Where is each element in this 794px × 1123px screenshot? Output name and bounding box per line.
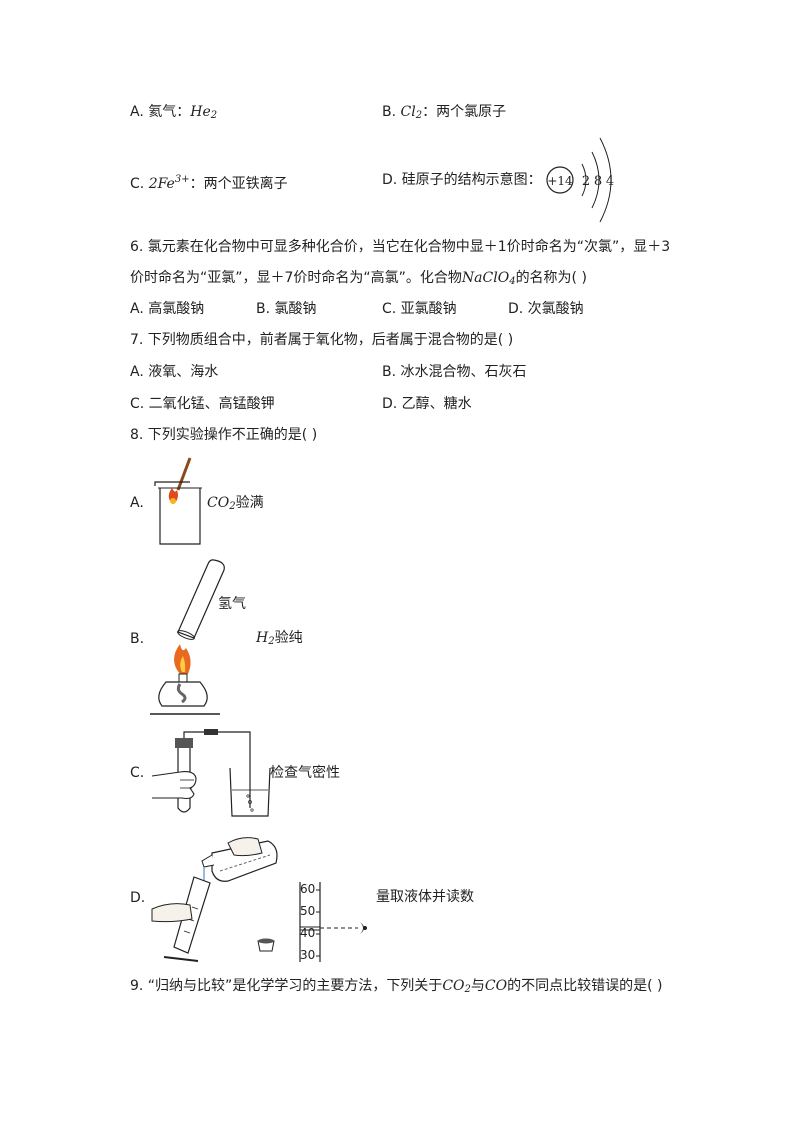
- stem-text: 的不同点比较错误的是( ): [507, 978, 663, 994]
- q8-stem: 8. 下列实验操作不正确的是( ): [130, 427, 318, 443]
- airtightness-check-apparatus-icon: [151, 729, 271, 817]
- stem-text: 价时命名为“亚氯”，显＋7价时命名为“高氯”。化合物: [130, 270, 462, 286]
- q7-option-c: C. 二氧化锰、高锰酸钾: [130, 396, 275, 412]
- electron-shell-2: 8: [594, 174, 602, 189]
- q5-option-d: D. 硅原子的结构示意图：: [382, 171, 542, 189]
- electron-shell-3: 4: [606, 174, 614, 189]
- q6-option-c: C. 亚氯酸钠: [382, 301, 457, 317]
- q5-option-b: B. Cl2：两个氯原子: [382, 103, 506, 125]
- q8-option-d-label: D.: [130, 890, 146, 906]
- stem-text: 与: [470, 978, 485, 994]
- test-tube-alcohol-lamp-icon: [150, 559, 225, 715]
- q8-option-b-caption: H2验纯: [256, 629, 303, 651]
- option-label: A.: [130, 104, 144, 120]
- q8-option-b-gas-label: 氢气: [218, 596, 246, 612]
- option-label: B.: [382, 104, 397, 120]
- formula-subscript: 2: [415, 110, 423, 121]
- q8-option-c-caption: 检查气密性: [270, 765, 340, 781]
- formula-subscript: 2: [268, 636, 275, 647]
- formula: H: [256, 630, 269, 646]
- q8-option-b-label: B.: [130, 631, 145, 647]
- option-text: ：两个氯原子: [422, 104, 507, 120]
- option-text: 氦气：: [148, 104, 191, 120]
- q8-option-c-label: C.: [130, 765, 145, 781]
- formula: CO: [442, 978, 465, 994]
- cylinder-scale-reading-icon: [299, 882, 367, 962]
- q6-stem-line1: 6. 氯元素在化合物中可显多种化合价，当它在化合物中显＋1价时命名为“次氯”，显…: [130, 239, 671, 255]
- q8-option-a-caption: CO2验满: [207, 494, 264, 516]
- caption-text: 验满: [235, 495, 264, 511]
- option-text: ：两个亚铁离子: [189, 176, 288, 192]
- formula-subscript: 2: [210, 110, 218, 121]
- q7-option-b: B. 冰水混合物、石灰石: [382, 364, 527, 380]
- q8-option-a-label: A.: [130, 495, 144, 511]
- scale-tick-30: 30: [300, 948, 316, 962]
- option-label: D.: [382, 172, 398, 188]
- formula-superscript: 3+: [174, 174, 190, 185]
- q5-option-c: C. 2Fe3+：两个亚铁离子: [130, 171, 288, 193]
- scale-tick-40: 40: [300, 926, 316, 940]
- q6-option-d: D. 次氯酸钠: [508, 301, 584, 317]
- option-label: C.: [130, 176, 145, 192]
- q7-option-a: A. 液氧、海水: [130, 364, 219, 380]
- formula: He: [190, 104, 211, 120]
- electron-shell-1: 2: [582, 174, 590, 189]
- stem-text: 的名称为( ): [515, 270, 587, 286]
- q7-stem: 7. 下列物质组合中，前者属于氧化物，后者属于混合物的是( ): [130, 332, 514, 348]
- q5-option-a: A. 氦气：He2: [130, 103, 217, 125]
- q6-option-b: B. 氯酸钠: [256, 301, 317, 317]
- formula: 2Fe: [148, 176, 175, 192]
- formula-subscript: 4: [509, 276, 516, 287]
- pouring-into-graduated-cylinder-icon: [151, 837, 278, 962]
- q6-option-a: A. 高氯酸钠: [130, 301, 205, 317]
- option-text: 硅原子的结构示意图：: [401, 172, 542, 188]
- formula: NaClO: [461, 270, 510, 286]
- scale-tick-50: 50: [300, 904, 316, 918]
- gas-jar-burning-splint-icon: [154, 457, 202, 545]
- formula: CO: [207, 495, 230, 511]
- nucleus-charge: +14: [547, 174, 573, 188]
- formula-subscript: 2: [464, 984, 471, 995]
- formula: Cl: [400, 104, 416, 120]
- scale-tick-60: 60: [300, 882, 316, 896]
- stem-text: 9. “归纳与比较”是化学学习的主要方法，下列关于: [130, 978, 443, 994]
- q9-stem: 9. “归纳与比较”是化学学习的主要方法，下列关于CO2与CO的不同点比较错误的…: [130, 977, 662, 999]
- q6-stem-line2: 价时命名为“亚氯”，显＋7价时命名为“高氯”。化合物NaClO4的名称为( ): [130, 269, 587, 291]
- q8-option-d-caption: 量取液体并读数: [376, 889, 474, 905]
- formula-subscript: 2: [229, 501, 236, 512]
- formula: CO: [484, 978, 508, 994]
- silicon-atom-diagram-icon: +14 2 8 4: [546, 137, 614, 223]
- caption-text: 验纯: [274, 630, 303, 646]
- q7-option-d: D. 乙醇、糖水: [382, 396, 472, 412]
